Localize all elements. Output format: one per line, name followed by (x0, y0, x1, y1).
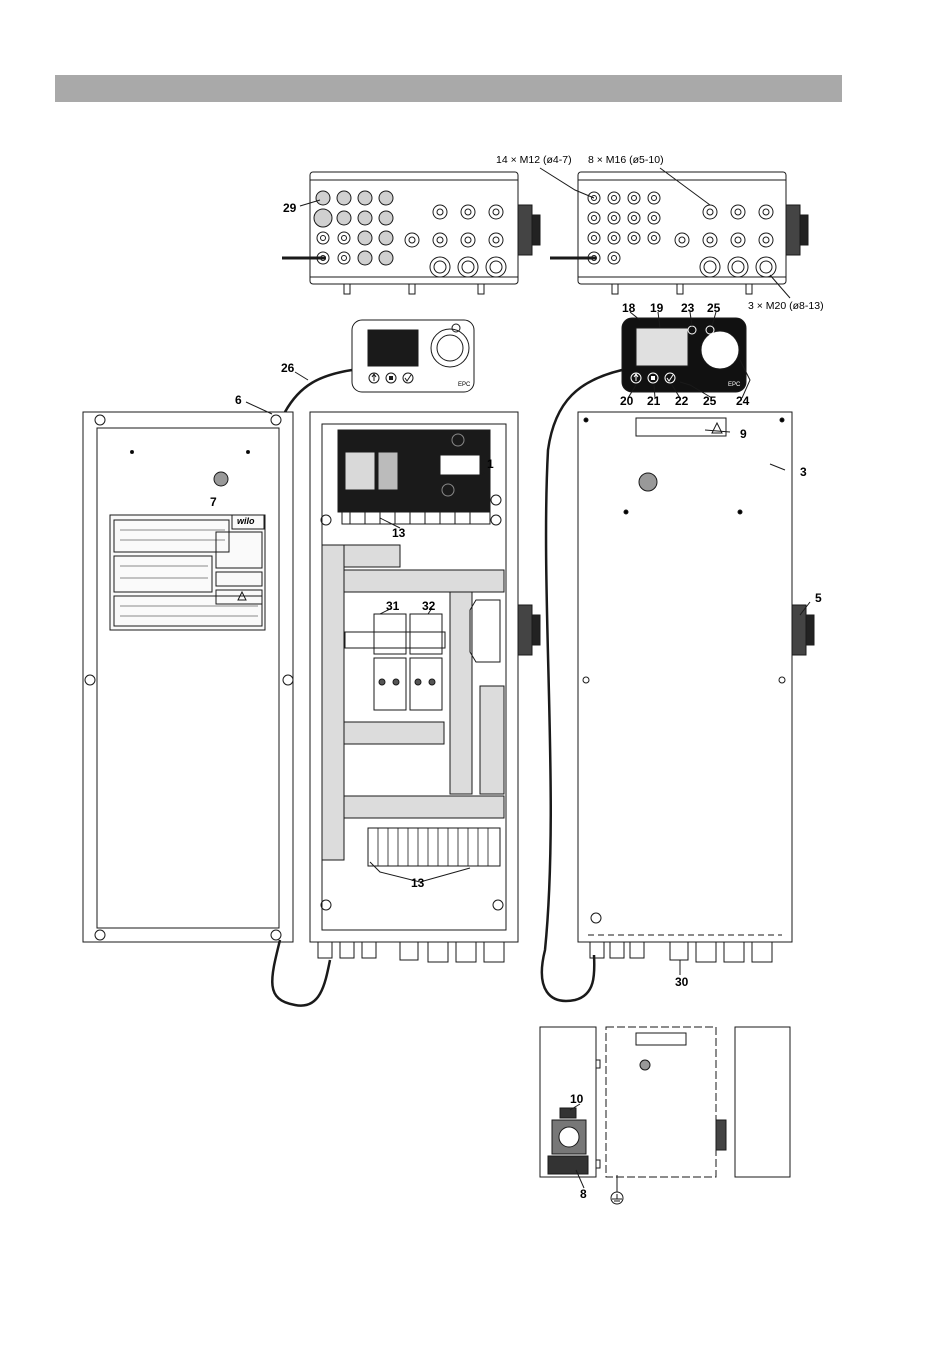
callout-13-top: 13 (392, 526, 406, 540)
callout-21: 21 (647, 394, 661, 408)
callout-3: 3 (800, 465, 807, 479)
callout-5: 5 (815, 591, 822, 605)
callout-30: 30 (675, 975, 689, 989)
callout-10: 10 (570, 1092, 584, 1106)
callout-7: 7 (210, 495, 217, 509)
callout-1: 1 (487, 457, 494, 471)
callout-13-bottom: 13 (411, 876, 425, 890)
small-views (540, 1027, 790, 1204)
callout-20: 20 (620, 394, 634, 408)
enclosure-inside (310, 412, 540, 962)
callout-26: 26 (281, 361, 295, 375)
callout-22: 22 (675, 394, 689, 408)
callout-19: 19 (650, 301, 664, 315)
annotation-m12: 14 × M12 (ø4-7) (496, 154, 572, 166)
callout-31: 31 (386, 599, 400, 613)
controller-brand-label-right: EPC (728, 382, 741, 388)
callout-6: 6 (235, 393, 242, 407)
cable-left-top (285, 370, 352, 412)
callout-25-bottom: 25 (703, 394, 717, 408)
top-view-right (540, 168, 808, 298)
door-inside (83, 412, 293, 942)
door-brand-label: wilo (237, 516, 255, 526)
annotation-m16: 8 × M16 (ø5-10) (588, 154, 664, 166)
callout-18: 18 (622, 301, 636, 315)
callout-32: 32 (422, 599, 436, 613)
cable-left-bottom (272, 940, 330, 1006)
enclosure-closed (578, 412, 814, 962)
cable-right (542, 370, 622, 1001)
top-view-left (282, 172, 540, 294)
stop-icon (389, 376, 655, 380)
callout-9: 9 (740, 427, 747, 441)
callout-29: 29 (283, 201, 297, 215)
callout-25-top: 25 (707, 301, 721, 315)
controller-display-left (352, 320, 474, 392)
callout-24: 24 (736, 394, 750, 408)
callout-8: 8 (580, 1187, 587, 1201)
controller-brand-label-left: EPC (458, 382, 471, 388)
callout-23: 23 (681, 301, 695, 315)
annotation-m20: 3 × M20 (ø8-13) (748, 300, 824, 312)
